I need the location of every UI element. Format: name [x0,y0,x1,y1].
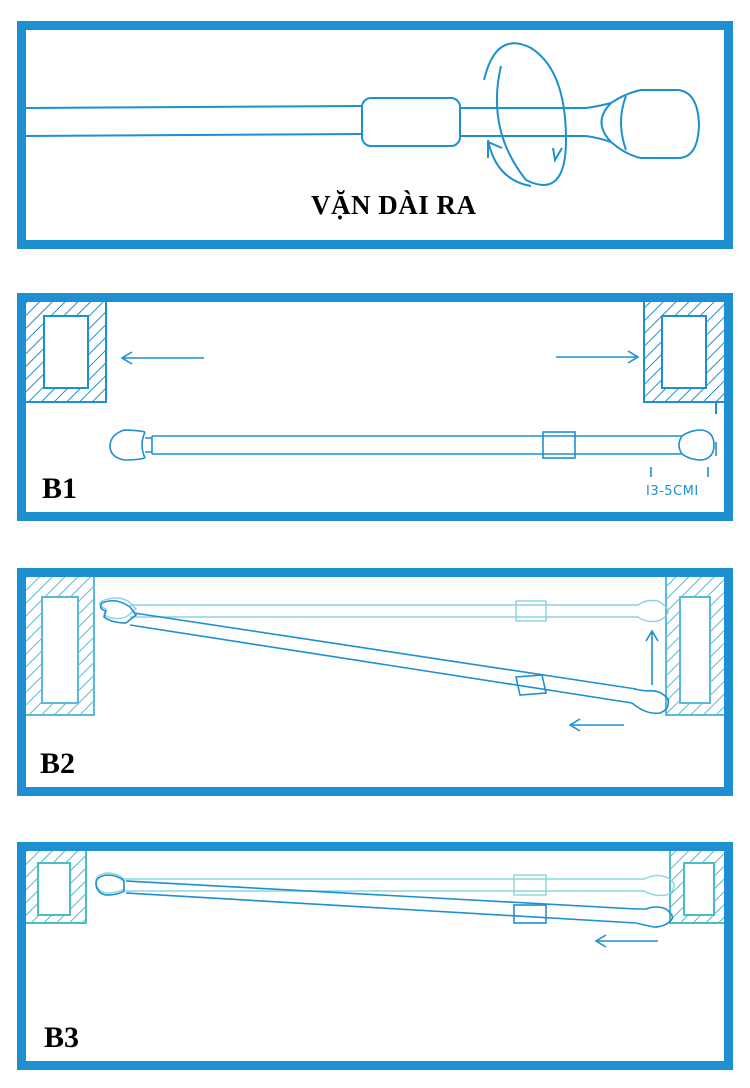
rod-body [151,435,676,455]
step1-label: B1 [42,472,78,505]
left-wall [26,302,107,403]
left-wall [26,577,95,716]
arrow-right-icon [556,350,640,364]
gap-dimension: I3-5CMI [646,484,699,499]
rod-faded [99,597,669,623]
left-wall [26,851,87,924]
arrow-up-icon [645,629,659,685]
rotate-arrow-icon [483,42,568,186]
step2-label: B2 [40,747,76,780]
step3-panel: B3 [17,842,733,1070]
rod-tilted [95,874,674,948]
right-wall [665,577,724,716]
step2-illustration [26,577,724,732]
extend-caption: VẶN DÀI RA [311,190,477,220]
rod-sleeve [361,97,461,147]
extend-panel: VẶN DÀI RA [17,21,733,249]
step3-label: B3 [44,1021,80,1054]
right-wall [643,302,724,414]
rod-tilted [99,599,670,715]
right-wall [669,851,724,924]
rod-outer [26,105,363,137]
rod-faded [95,872,675,897]
arrow-left-icon [120,351,204,365]
arrow-left-icon [594,934,658,948]
step1-panel: B1 I3-5CMI [17,293,733,521]
step3-illustration [26,851,724,948]
step2-panel: B2 [17,568,733,796]
dimension-ticks [650,442,717,477]
rod-left-cap [109,429,146,461]
rod-right-cap [676,429,715,461]
arrow-left-icon [568,718,624,732]
end-cap [610,89,701,159]
rod-inner [460,107,586,137]
step1-illustration [26,302,724,477]
extend-illustration [26,42,701,187]
rod-sleeve [542,431,576,459]
